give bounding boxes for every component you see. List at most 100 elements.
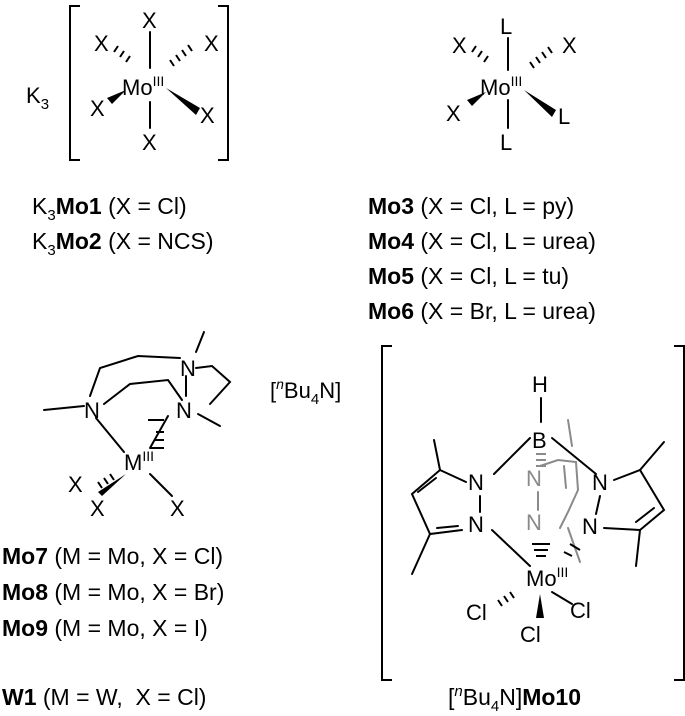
left-bracket	[381, 345, 392, 681]
ligand-L-top: L	[500, 14, 512, 39]
left-bracket	[69, 5, 80, 161]
hashed-bond-N-M	[148, 419, 164, 449]
hashed-bond-upper-left	[113, 45, 131, 63]
panel1-captions: K3Mo1 (X = Cl) K3Mo2 (X = NCS)	[32, 193, 214, 259]
panel3-structure: N N N MIII X X X	[43, 331, 232, 521]
metal-center: MoIII	[122, 73, 164, 100]
wedge-bond-lower-right	[524, 90, 556, 117]
hashed-bond-upper-left	[471, 45, 489, 63]
caption-mo10: [nBu4N]Mo10	[448, 683, 581, 715]
panel4-structure: [nBu4N] H B N N N N N N	[270, 345, 685, 681]
metal-center: MIII	[124, 448, 154, 475]
wedge-bond-lower-right	[166, 88, 200, 115]
left-ring-double-1	[417, 477, 437, 493]
ring-bond-c	[103, 378, 183, 405]
back-methyl-bottom	[567, 527, 581, 563]
caption-mo2: K3Mo2 (X = NCS)	[32, 228, 214, 259]
boron: B	[532, 428, 547, 453]
ligand-X-left: X	[68, 472, 83, 497]
ligand-lower-left: X	[90, 96, 105, 121]
nitrogen-top: N	[180, 356, 196, 381]
back-nitrogen-1: N	[526, 466, 542, 491]
panel4-caption: [nBu4N]Mo10	[448, 683, 581, 715]
right-ring-double-1	[635, 507, 655, 523]
ligand-L-lower-right: L	[558, 104, 570, 129]
bond-N-M-left	[95, 417, 125, 453]
caption-mo5: Mo5 (X = Cl, L = tu)	[368, 263, 569, 289]
chloride-left: Cl	[466, 600, 487, 625]
wedge-bond-lower-left	[107, 90, 126, 104]
back-methyl-top	[567, 419, 573, 447]
methyl-right	[197, 413, 221, 427]
caption-mo3: Mo3 (X = Cl, L = py)	[368, 193, 574, 219]
back-ring-double	[563, 465, 567, 489]
chloride-bottom: Cl	[520, 622, 541, 647]
ligand-X-upper-left: X	[452, 33, 467, 58]
left-ring-bonds	[410, 468, 467, 536]
caption-mo1: K3Mo1 (X = Cl)	[32, 193, 187, 224]
left-nitrogen-2: N	[468, 512, 484, 537]
caption-mo9: Mo9 (M = Mo, X = I)	[2, 615, 208, 641]
hashed-bond-N-Mo-right	[563, 543, 581, 557]
caption-mo7: Mo7 (M = Mo, X = Cl)	[2, 543, 223, 569]
left-nitrogen-1: N	[468, 470, 484, 495]
ligand-bottom: X	[142, 130, 157, 155]
right-bracket	[218, 5, 229, 161]
right-methyl-bottom	[635, 529, 641, 567]
hashed-bond-upper-right	[529, 46, 553, 69]
bond-N-Mo-left	[491, 529, 531, 567]
bond-B-N-left	[493, 437, 531, 475]
ligand-upper-left: X	[94, 31, 109, 56]
hashed-bond-B-N-back	[536, 453, 546, 467]
ring-bond-b	[195, 364, 232, 405]
panel2-captions: Mo3 (X = Cl, L = py) Mo4 (X = Cl, L = ur…	[368, 193, 596, 324]
ligand-X-lower-left: X	[446, 101, 461, 126]
right-N-N	[595, 495, 601, 515]
cation-label: [nBu4N]	[270, 376, 341, 408]
right-nitrogen-2: N	[582, 514, 598, 539]
methyl-left	[43, 405, 85, 411]
wedge-bond-lower-left	[467, 92, 486, 106]
ligand-L-bottom: L	[500, 130, 512, 155]
ring-bond-a	[89, 354, 181, 397]
panel3-captions: Mo7 (M = Mo, X = Cl) Mo8 (M = Mo, X = Br…	[2, 543, 224, 710]
nitrogen-right: N	[176, 398, 192, 423]
methyl-top	[195, 331, 205, 353]
ligand-X-right: X	[170, 496, 185, 521]
metal-center: MoIII	[526, 564, 568, 591]
caption-mo6: Mo6 (X = Br, L = urea)	[368, 298, 596, 324]
metal-center: MoIII	[480, 73, 522, 100]
right-ring-bonds	[603, 468, 666, 532]
caption-w1: W1 (M = W, X = Cl)	[2, 684, 206, 710]
hashed-bond-M-X	[97, 473, 115, 489]
caption-mo4: Mo4 (X = Cl, L = urea)	[368, 228, 596, 254]
left-methyl-top	[433, 439, 441, 471]
caption-mo8: Mo8 (M = Mo, X = Br)	[2, 579, 224, 605]
hashed-bond-Mo-Cl-left	[497, 591, 515, 607]
left-methyl-bottom	[411, 533, 431, 575]
ligand-lower-right: X	[200, 103, 215, 128]
right-nitrogen-1: N	[592, 470, 608, 495]
wedge-bond-Mo-Cl-bottom	[536, 594, 544, 618]
right-bracket	[674, 345, 685, 681]
bond-M-X-right	[149, 473, 173, 497]
hashed-bond-upper-right	[169, 44, 193, 67]
ligand-X-lower: X	[90, 496, 105, 521]
right-methyl-top	[639, 441, 665, 471]
ligand-X-upper-right: X	[562, 33, 577, 58]
panel2-structure: L X X MoIII X L L	[446, 14, 577, 155]
counterion-label: K3	[26, 83, 49, 113]
back-nitrogen-2: N	[526, 510, 542, 535]
back-ring-bonds	[539, 458, 580, 529]
wedge-bond-M-X	[98, 474, 126, 496]
nitrogen-left: N	[84, 398, 100, 423]
bond-B-N-right	[551, 437, 597, 475]
hydrogen: H	[532, 372, 548, 397]
left-ring-double-2	[436, 525, 459, 529]
ligand-upper-right: X	[204, 31, 219, 56]
panel1-structure: K3 X X X MoIII X X X	[26, 5, 229, 161]
chloride-right: Cl	[570, 598, 591, 623]
bond-Mo-Cl-right	[551, 591, 573, 605]
ligand-top: X	[142, 8, 157, 33]
